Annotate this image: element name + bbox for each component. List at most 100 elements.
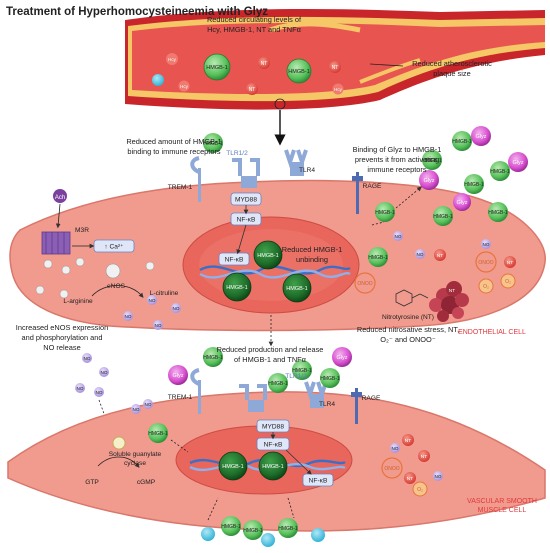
note-production-2: of HMGB-1 and TNFα [234, 355, 307, 364]
label-vsmc-1: VASCULAR SMOOTH [467, 498, 537, 505]
label-no-between-1: NO [84, 356, 91, 361]
endo-no-bubbles [123, 295, 181, 330]
label-nt-vsmc-3: NT [407, 476, 413, 482]
tlr4-receptor-icon [284, 149, 308, 176]
note-binding-1: Reduced amount of HMGB-1 [126, 137, 221, 146]
label-vsmc-nucleus-hmgb1-1: HMGB-1 [222, 464, 243, 470]
vsmc-trem1-receptor-icon [190, 368, 201, 414]
label-nt-vessel-2: NT [249, 87, 256, 93]
vessel-hcy-3 [332, 83, 344, 95]
label-hmgb1-vsmc-5: HMGB-1 [148, 431, 168, 437]
label-enos: eNOS [107, 283, 126, 290]
label-vsmc-2: MUSCLE CELL [478, 507, 527, 514]
label-glyz-4: Glyz [457, 200, 468, 206]
label-nucleus-hmgb1-1: HMGB-1 [257, 253, 278, 259]
m3r-receptor-icon [41, 231, 71, 255]
sgc-enzyme-icon [112, 436, 126, 450]
label-nfkb: NF-κB [237, 217, 256, 224]
label-nucleus-hmgb1-2: HMGB-1 [226, 285, 247, 291]
label-no-vsmc-4: NO [435, 474, 442, 479]
vsmc-nucleus-hmgb1-1 [218, 451, 248, 481]
label-endothelial-cell: ENDOTHELIAL CELL [458, 329, 526, 336]
hmgb1-near-receptor [203, 133, 223, 153]
note-reduced-levels-1: Reduced circulating levels of [207, 15, 302, 24]
label-hmgb1-vsmc-7: HMGB-1 [243, 528, 263, 534]
label-nfkb-vsmc: NF-κB [264, 442, 283, 449]
label-nfkb-nuclear: NF-κB [225, 257, 244, 264]
label-hmgb1-receptor: HMGB-1 [203, 141, 223, 147]
label-no-vsmc-1: NO [133, 407, 140, 412]
vessel-nt-1 [258, 57, 270, 69]
label-gtp: GTP [85, 479, 99, 486]
label-glyz-1: Glyz [476, 134, 487, 140]
note-unbinding-1: Reduced HMGB-1 [282, 245, 342, 254]
note-enos-expr-2: and phosphorylation and [22, 333, 103, 342]
label-myd88: MYD88 [235, 197, 257, 204]
label-glyz-2: Glyz [424, 178, 435, 184]
label-trem1: TREM-1 [168, 184, 193, 191]
label-no-vsmc-3: NO [392, 446, 399, 451]
label-nitrotyrosine: Nitrotyrosine (NT) [382, 314, 434, 321]
note-enos-expr-3: NO release [43, 343, 80, 352]
enos-enzyme-icon [105, 263, 121, 279]
label-no-endo-1: NO [395, 234, 402, 239]
label-sgc-1: Soluble guanylate [109, 451, 162, 458]
label-sgc-2: cyclase [124, 460, 146, 467]
label-onoo-endo-2: ONOO [357, 281, 372, 287]
vsmc-molecules [131, 347, 443, 547]
note-reduced-levels-2: Hcy, HMGB-1, NT and TNFα [207, 25, 302, 34]
label-no-between-4: NO [96, 390, 103, 395]
label-hmgb1-cluster-3: HMGB-1 [464, 182, 484, 188]
note-plaque-1: Reduced atherosclerotic [412, 59, 492, 68]
label-hmgb1-cluster-5: HMGB-1 [433, 214, 453, 220]
note-binding-2: binding to immune receptors [127, 147, 221, 156]
label-tlr12-vsmc: TLR1/2 [285, 373, 307, 380]
endo-reactive-species [354, 231, 516, 296]
label-tlr4-vsmc: TLR4 [319, 401, 335, 408]
label-hmgb1-vsmc-4: HMGB-1 [320, 376, 340, 382]
label-nt-vsmc-1: NT [405, 438, 411, 444]
label-o2-endo-1: O₂ [483, 284, 489, 290]
label-hmgb1-vsmc-2: HMGB-1 [268, 381, 288, 387]
label-no-endo-3: NO [483, 242, 490, 247]
label-no-vsmc-2: NO [145, 402, 152, 407]
label-vsmc-nucleus-hmgb1-2: HMGB-1 [262, 464, 283, 470]
label-hcy-3: Hcy [334, 87, 343, 92]
arginine-molecules [35, 257, 155, 299]
label-hmgb1-vessel-1: HMGB-1 [206, 65, 227, 71]
label-tlr12: TLR1/2 [226, 150, 248, 157]
vessel-hcy-2 [178, 80, 190, 92]
nfkb-nuclear-box-vsmc [302, 473, 334, 487]
vessel-focus-circle [274, 98, 286, 110]
label-no-endo-7: NO [173, 306, 180, 311]
label-ach: Ach [55, 195, 65, 201]
label-o2-vsmc: O₂ [417, 487, 423, 493]
vsmc-tlr12-receptor-icon [239, 384, 267, 412]
note-unbinding-2: unbinding [296, 255, 328, 264]
label-hmgb1-vsmc-8: HMGB-1 [278, 526, 298, 532]
vessel-nt-3 [329, 61, 341, 73]
vessel-hcy-1 [166, 53, 178, 65]
note-glyz-binding-1: Binding of Glyz to HMGB-1 [353, 145, 442, 154]
vessel-nt-2 [246, 83, 258, 95]
note-enos-expr-1: Increased eNOS expression [16, 323, 108, 332]
label-glyz-vsmc-1: Glyz [173, 373, 184, 379]
note-nitrosative-2: O₂⁻ and ONOO⁻ [380, 335, 436, 344]
tlr12-receptor-icon [232, 158, 260, 188]
plaque-leader-line [369, 63, 404, 67]
label-hmgb1-cluster-4: HMGB-1 [490, 169, 510, 175]
label-calcium: ↑ Ca²⁺ [104, 244, 124, 251]
label-glyz-3: Glyz [513, 160, 524, 166]
label-rage-vsmc: RAGE [362, 395, 381, 402]
vsmc-rage-receptor-icon [351, 388, 362, 424]
label-no-endo-5: NO [125, 314, 132, 319]
label-nucleus-hmgb1-3: HMGB-1 [286, 286, 307, 292]
label-hmgb1-cluster-2: HMGB-1 [422, 158, 442, 164]
label-hcy-1: Hcy [168, 57, 177, 62]
diagram-title: Treatment of Hyperhomocysteineemia with … [6, 6, 268, 18]
note-plaque-2: plaque size [433, 69, 470, 78]
label-nt-vessel-3: NT [332, 65, 339, 71]
trem1-receptor-icon [190, 156, 201, 202]
note-glyz-binding-3: immune receptors [367, 165, 426, 174]
label-glyz-vsmc-2: Glyz [337, 355, 348, 361]
